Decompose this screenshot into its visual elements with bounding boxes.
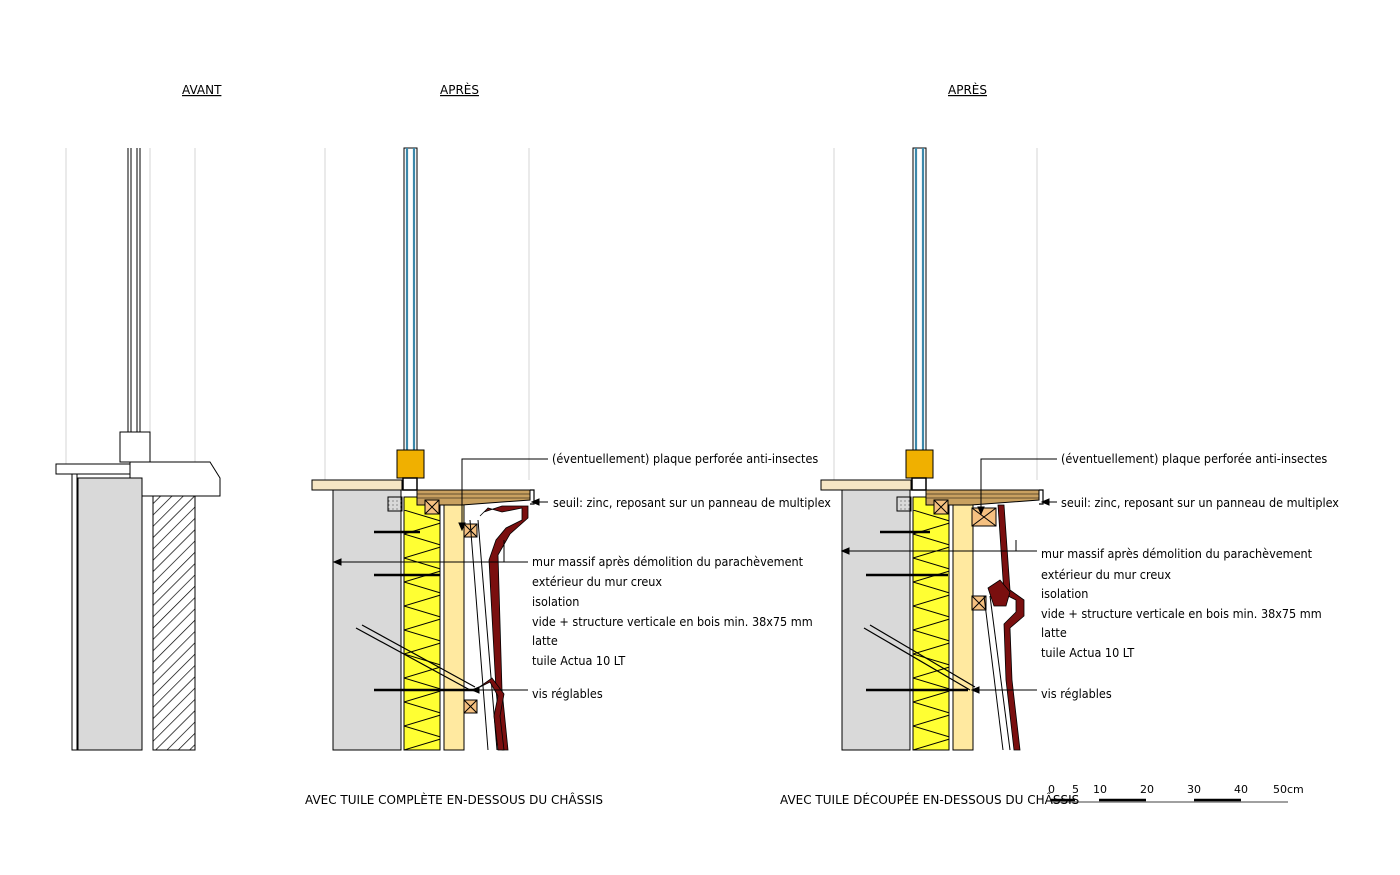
caption-left: AVEC TUILE COMPLÈTE EN-DESSOUS DU CHÂSSI… — [305, 792, 603, 807]
scale-label-20: 20 — [1140, 783, 1154, 796]
label-wall-right: mur massif après démolition du parachève… — [1041, 546, 1313, 561]
scale-label-50cm: 50cm — [1273, 783, 1304, 796]
apres-left-detail — [311, 147, 535, 751]
leaders-right — [840, 458, 1057, 694]
scale-label-0: 0 — [1048, 783, 1055, 796]
label-insect-plate-right: (éventuellement) plaque perforée anti-in… — [1061, 451, 1327, 466]
title-avant: AVANT — [182, 83, 222, 97]
label-screws-right: vis réglables — [1041, 686, 1112, 701]
label-tile-right: tuile Actua 10 LT — [1041, 645, 1134, 660]
label-cavity-right: vide + structure verticale en bois min. … — [1041, 606, 1322, 621]
title-apres-right: APRÈS — [948, 82, 987, 97]
leaders-left — [332, 458, 548, 694]
scale-label-30: 30 — [1187, 783, 1201, 796]
label-insulation-right: isolation — [1041, 586, 1088, 601]
title-apres-left: APRÈS — [440, 82, 479, 97]
label-sill-left: seuil: zinc, reposant sur un panneau de … — [553, 495, 831, 510]
label-sill-right: seuil: zinc, reposant sur un panneau de … — [1061, 495, 1339, 510]
label-wall2-right: extérieur du mur creux — [1041, 567, 1171, 582]
label-insulation-left: isolation — [532, 594, 579, 609]
scale-label-5: 5 — [1072, 783, 1079, 796]
label-wall2-left: extérieur du mur creux — [532, 574, 662, 589]
label-screws-left: vis réglables — [532, 686, 603, 701]
label-insect-plate-left: (éventuellement) plaque perforée anti-in… — [552, 451, 818, 466]
scale-label-10: 10 — [1093, 783, 1107, 796]
scale-bar: 0 5 10 20 30 40 50cm — [1048, 783, 1304, 803]
caption-right: AVEC TUILE DÉCOUPÉE EN-DESSOUS DU CHÂSSI… — [780, 792, 1079, 807]
label-batten-left: latte — [532, 633, 558, 648]
label-cavity-left: vide + structure verticale en bois min. … — [532, 614, 813, 629]
label-batten-right: latte — [1041, 625, 1067, 640]
apres-right-detail — [820, 147, 1044, 751]
label-tile-left: tuile Actua 10 LT — [532, 653, 625, 668]
avant-detail — [55, 148, 221, 751]
scale-label-40: 40 — [1234, 783, 1248, 796]
label-wall-left: mur massif après démolition du parachève… — [532, 554, 804, 569]
